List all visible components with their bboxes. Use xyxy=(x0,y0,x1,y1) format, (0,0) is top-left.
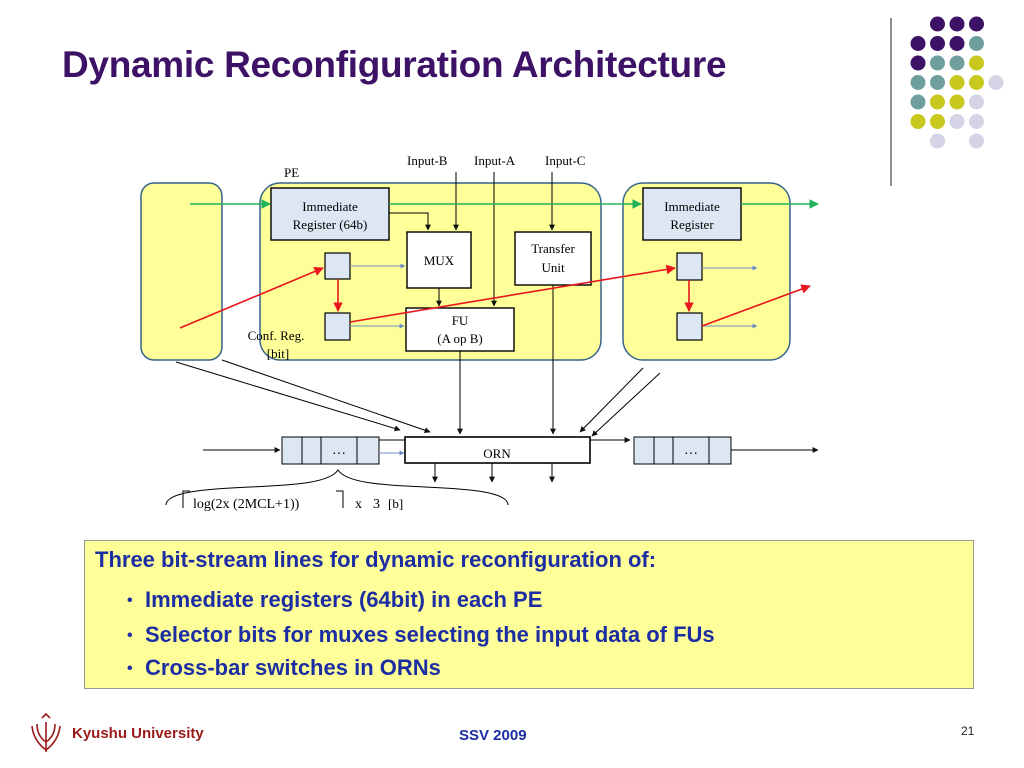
university-emblem-icon xyxy=(31,712,61,752)
formula-three: 3 xyxy=(373,497,380,512)
fu-line1: FU xyxy=(452,313,469,328)
bullet-text: Cross-bar switches in ORNs xyxy=(145,655,441,680)
bullet-dot-icon: • xyxy=(127,627,133,644)
immediate-register-line1: Immediate xyxy=(302,199,358,214)
ceil-bracket-left xyxy=(182,490,190,508)
left-pe-column xyxy=(140,182,223,361)
decorative-dot xyxy=(969,114,984,129)
orn-ellipsis-right: … xyxy=(684,443,698,458)
right-conf-reg-bit-bottom xyxy=(676,312,703,341)
bullet-item: • Selector bits for muxes selecting the i… xyxy=(127,622,715,648)
left-pe-diag-arrow-2 xyxy=(221,359,431,434)
orn-shift-reg-left xyxy=(281,436,380,465)
transfer-unit-line2: Unit xyxy=(541,260,565,275)
right-pe-diag-arrow-2 xyxy=(591,372,661,437)
decorative-dot xyxy=(969,36,984,51)
decorative-dot xyxy=(949,36,965,51)
decorative-dot xyxy=(930,36,945,51)
page-number: 21 xyxy=(961,724,975,738)
footer-conference: SSV 2009 xyxy=(459,727,527,744)
transfer-unit-box xyxy=(514,231,592,286)
immediate-register-right-box xyxy=(642,187,742,241)
decorative-dot xyxy=(930,94,945,110)
architecture-diagram: PE Input-B Input-A Input-C Immediate Reg… xyxy=(140,153,819,512)
decorative-dot xyxy=(949,114,965,129)
formula-times: x xyxy=(355,497,362,512)
footer-university: Kyushu University xyxy=(72,725,204,742)
fu-box xyxy=(405,307,515,352)
decorative-dot xyxy=(949,75,965,90)
decorative-dot xyxy=(930,16,945,32)
decorative-dot xyxy=(910,36,926,51)
decorative-dot xyxy=(930,75,945,90)
input-a-label: Input-A xyxy=(474,153,516,168)
red-bitstream-line-1 xyxy=(179,266,324,329)
bullet-item: • Immediate registers (64bit) in each PE xyxy=(127,587,542,613)
bullet-dot-icon: • xyxy=(127,592,133,609)
orn-ellipsis-left: … xyxy=(332,443,346,458)
immediate-register-right-line1: Immediate xyxy=(664,199,720,214)
red-bitstream-line-5 xyxy=(701,284,811,327)
immediate-register-line2: Register (64b) xyxy=(293,217,368,232)
formula-main: log(2x (2MCL+1)) xyxy=(193,497,300,512)
conf-reg-label-line1: Conf. Reg. xyxy=(248,328,305,343)
bullet-text: Immediate registers (64bit) in each PE xyxy=(145,587,543,612)
decorative-dot xyxy=(930,114,945,129)
mux-label: MUX xyxy=(424,253,455,268)
conf-reg-bit-bottom xyxy=(324,312,351,341)
decorative-dot-grid xyxy=(890,16,1004,186)
bit-width-brace xyxy=(165,469,509,506)
decorative-dot xyxy=(969,94,984,110)
orn-shift-reg-right xyxy=(633,436,732,465)
immediate-register-box xyxy=(270,187,390,241)
decorative-dot xyxy=(949,94,965,110)
decorative-dot xyxy=(910,55,926,71)
decorative-dot xyxy=(969,55,984,71)
immediate-register-right-line2: Register xyxy=(670,217,714,232)
bullet-text: Selector bits for muxes selecting the in… xyxy=(145,622,715,647)
fu-line2: (A op B) xyxy=(437,331,483,346)
decorative-dot xyxy=(910,114,926,129)
decorative-dot xyxy=(910,75,926,90)
imm-to-mux-arrow xyxy=(389,212,431,231)
input-b-label: Input-B xyxy=(407,153,448,168)
decorative-dot xyxy=(969,75,984,90)
decorative-dot xyxy=(930,133,945,149)
bullet-dot-icon: • xyxy=(127,660,133,677)
conf-reg-label-line2: [bit] xyxy=(267,346,289,361)
decorative-dot xyxy=(910,94,926,110)
decorative-dot xyxy=(988,75,1004,90)
orn-box xyxy=(404,436,591,464)
formula-unit: [b] xyxy=(388,496,403,511)
pe-label: PE xyxy=(284,165,299,180)
bullet-item: • Cross-bar switches in ORNs xyxy=(127,655,441,681)
input-c-label: Input-C xyxy=(545,153,585,168)
decorative-dot xyxy=(969,16,984,32)
right-pe-diag-arrow-1 xyxy=(579,367,644,433)
transfer-unit-line1: Transfer xyxy=(531,241,575,256)
notes-heading: Three bit-stream lines for dynamic recon… xyxy=(95,547,657,572)
slide-title: Dynamic Reconfiguration Architecture xyxy=(62,44,727,85)
orn-label: ORN xyxy=(483,446,511,461)
left-pe-diag-arrow-1 xyxy=(175,361,401,432)
ceil-bracket-right xyxy=(336,490,344,508)
right-conf-reg-bit-top xyxy=(676,252,703,281)
decorative-dot xyxy=(969,133,984,149)
red-bitstream-line-3 xyxy=(349,264,676,323)
conf-reg-bit-top xyxy=(324,252,351,280)
notes-box: Three bit-stream lines for dynamic recon… xyxy=(84,540,974,689)
decorative-dot xyxy=(949,16,965,32)
decorative-dot xyxy=(949,55,965,71)
decorative-dot xyxy=(930,55,945,71)
